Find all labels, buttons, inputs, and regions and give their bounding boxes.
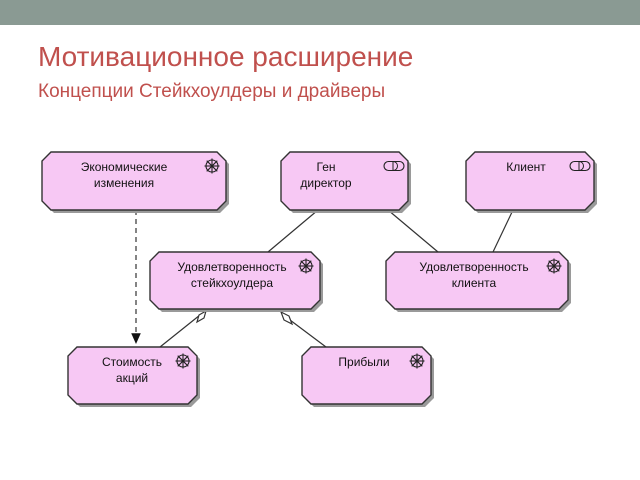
driver-icon bbox=[204, 158, 220, 174]
node-box bbox=[385, 251, 569, 310]
node-label-line1: Прибыли bbox=[338, 355, 389, 369]
association-line-gendir-client-satisfaction bbox=[387, 209, 439, 253]
slide-subtitle: Концепции Стейкхоулдеры и драйверы bbox=[38, 81, 386, 102]
node-box bbox=[149, 251, 321, 310]
node-gen-director[interactable]: Ген директор bbox=[280, 151, 411, 213]
aggregation-diamond-profits bbox=[279, 310, 294, 326]
stakeholder-icon bbox=[569, 160, 591, 172]
node-label-line1: Ген bbox=[317, 160, 336, 174]
node-profits[interactable]: Прибыли bbox=[301, 346, 434, 407]
driver-icon bbox=[298, 258, 314, 274]
node-label-line1: Стоимость bbox=[102, 355, 162, 369]
node-label-line1: Удовлетворенность bbox=[419, 260, 528, 274]
node-label-line1: Экономические bbox=[81, 160, 168, 174]
node-stakeholder-satisfaction[interactable]: Удовлетворенность стейкхоулдера bbox=[149, 251, 323, 312]
node-box bbox=[41, 151, 227, 211]
node-label-line1: Удовлетворенность bbox=[177, 260, 286, 274]
stakeholder-icon bbox=[383, 160, 405, 172]
node-share-value[interactable]: Стоимость акций bbox=[67, 346, 200, 407]
aggregation-diamond-shares bbox=[196, 309, 207, 324]
driver-icon bbox=[546, 258, 562, 274]
node-label-line2: стейкхоулдера bbox=[191, 276, 273, 290]
driver-icon bbox=[409, 353, 425, 369]
association-line-client-client-satisfaction bbox=[492, 209, 514, 253]
node-label-line2: изменения bbox=[94, 176, 154, 190]
top-bar bbox=[0, 0, 640, 25]
diagram-nodes: Экономические изменения Ген директор КлиентУ… bbox=[41, 151, 597, 407]
node-economic-changes[interactable]: Экономические изменения bbox=[41, 151, 229, 213]
node-label-line2: клиента bbox=[452, 276, 497, 290]
association-line-gendir-stakeholder-satisfaction bbox=[267, 209, 319, 253]
aggregation-line-shares bbox=[159, 314, 201, 348]
driver-icon bbox=[175, 353, 191, 369]
node-label-line2: акций bbox=[116, 371, 148, 385]
slide-title: Мотивационное расширение bbox=[38, 41, 414, 72]
aggregation-line-profits bbox=[285, 316, 327, 348]
node-label-line2: директор bbox=[300, 176, 351, 190]
node-box bbox=[67, 346, 198, 405]
node-label-line1: Клиент bbox=[506, 160, 546, 174]
node-box bbox=[280, 151, 409, 211]
connectors bbox=[131, 209, 514, 348]
node-client-satisfaction[interactable]: Удовлетворенность клиента bbox=[385, 251, 571, 312]
node-client[interactable]: Клиент bbox=[465, 151, 597, 213]
node-box bbox=[465, 151, 595, 211]
node-box bbox=[301, 346, 432, 405]
